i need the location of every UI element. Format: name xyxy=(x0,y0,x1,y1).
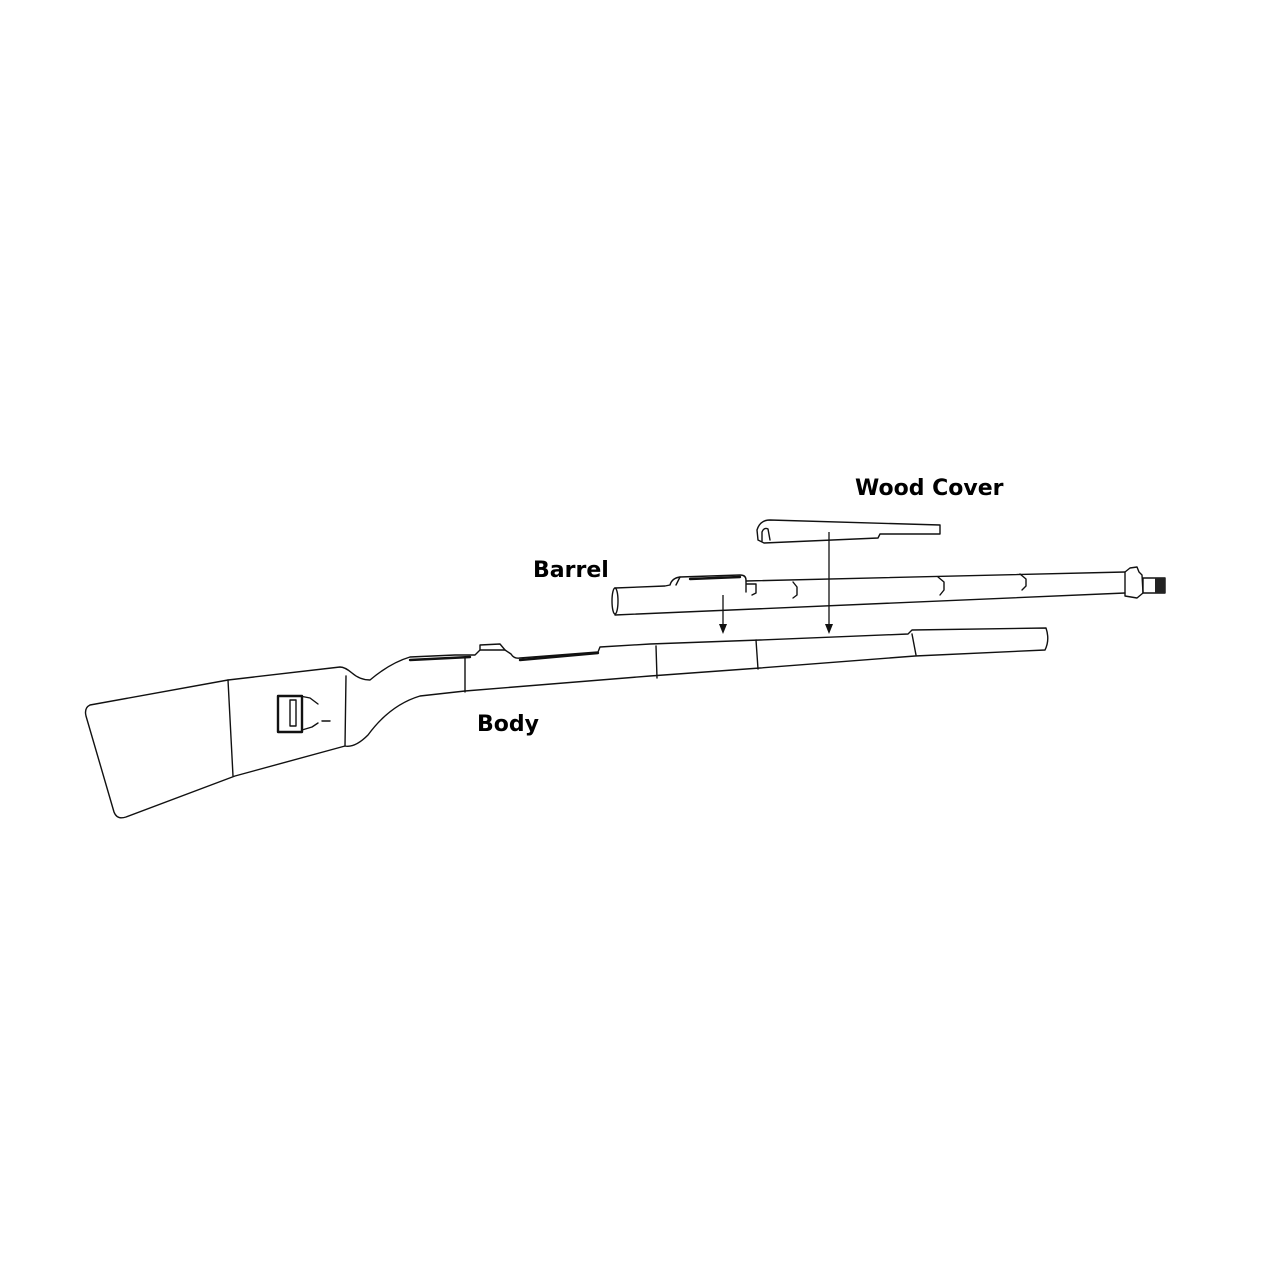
body-label: Body xyxy=(477,712,539,737)
body-part xyxy=(84,627,1049,819)
assembly-arrows xyxy=(719,532,833,634)
wood-cover-part xyxy=(756,519,941,544)
wood-cover-label: Wood Cover xyxy=(855,476,1004,501)
barrel-label: Barrel xyxy=(533,558,609,583)
barrel-part xyxy=(611,566,1166,616)
